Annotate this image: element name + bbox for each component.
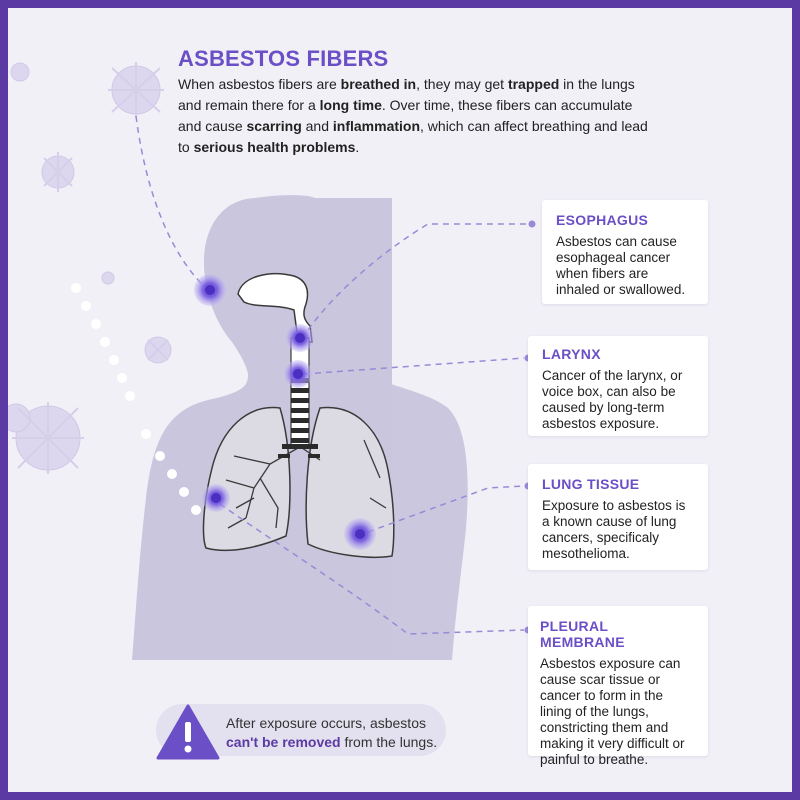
esophagus-card: ESOPHAGUS Asbestos can cause esophageal … xyxy=(542,200,708,304)
trachea xyxy=(290,337,310,449)
esophagus-card-body: Asbestos can cause esophageal cancer whe… xyxy=(556,234,686,297)
fiber-spikes-icon xyxy=(12,62,169,474)
highlight-marker-lung-tissue xyxy=(344,518,376,550)
lung-tissue-card: LUNG TISSUE Exposure to asbestos is a kn… xyxy=(528,464,708,570)
pleural-membrane-card-body: Asbestos exposure can cause scar tissue … xyxy=(540,656,685,767)
pleural-membrane-card: PLEURAL MEMBRANE Asbestos exposure can c… xyxy=(528,606,708,767)
larynx-card-title: LARYNX xyxy=(542,346,601,362)
larynx-card: LARYNX Cancer of the larynx, or voice bo… xyxy=(528,336,708,436)
lung-tissue-card-title: LUNG TISSUE xyxy=(542,476,640,492)
highlight-marker-esophagus xyxy=(286,324,314,352)
anatomy-illustration xyxy=(8,62,536,660)
larynx-card-body: Cancer of the larynx, or voice box, can … xyxy=(542,368,683,431)
warning-triangle-icon xyxy=(156,704,220,760)
esophagus-card-title: ESOPHAGUS xyxy=(556,212,649,228)
right-lung xyxy=(305,406,395,558)
asbestos-fiber-cluster-icon xyxy=(8,62,172,471)
infographic-canvas: ASBESTOS FIBERS When asbestos fibers are… xyxy=(8,8,792,792)
lung-tissue-card-body: Exposure to asbestos is a known cause of… xyxy=(542,498,686,561)
left-lung xyxy=(202,406,291,552)
bronchi-rings xyxy=(278,444,320,458)
highlight-marker-larynx xyxy=(284,360,312,388)
highlight-marker-pleura xyxy=(202,484,230,512)
inhalation-dots xyxy=(71,283,201,515)
highlight-marker-nose xyxy=(194,274,226,306)
page-title: ASBESTOS FIBERS xyxy=(178,46,389,71)
pleural-membrane-card-title: PLEURAL MEMBRANE xyxy=(540,618,625,650)
intro-paragraph: When asbestos fibers are breathed in, th… xyxy=(178,76,648,155)
leader-lines xyxy=(135,115,528,635)
nasal-cavity xyxy=(237,273,313,343)
